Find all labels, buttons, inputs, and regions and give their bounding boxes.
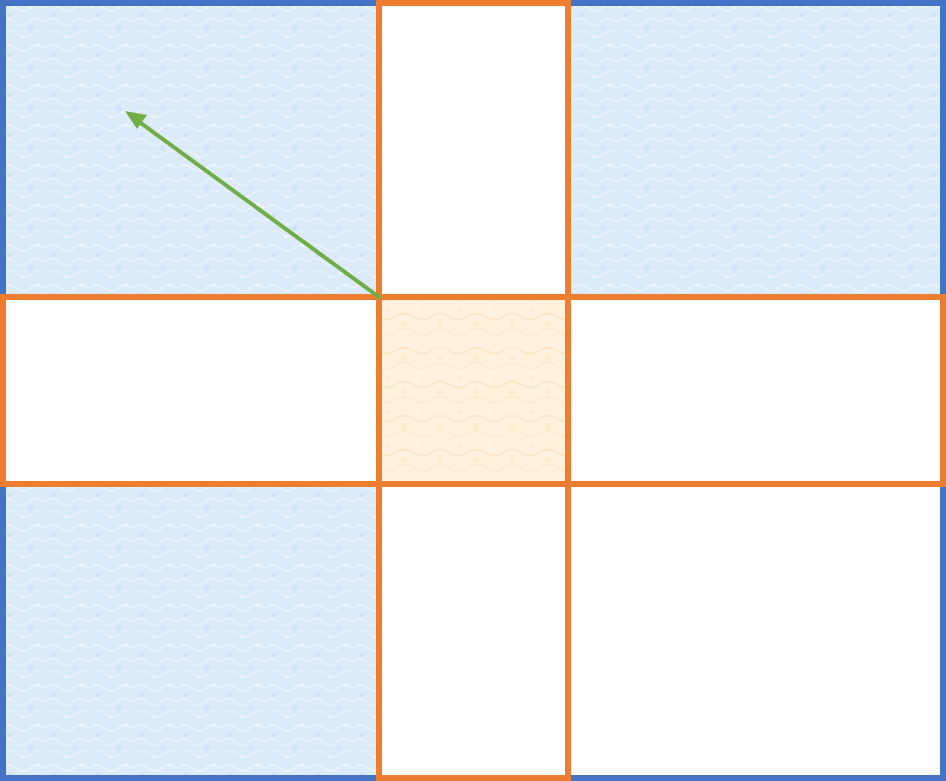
cell-center: [379, 297, 568, 484]
horizontal-band-outline: [0, 294, 946, 487]
cell-top-left: [3, 3, 379, 297]
arrow: [125, 111, 381, 299]
cell-top-right: [568, 3, 943, 297]
vertical-band-outline: [376, 0, 571, 781]
arrow-head: [125, 111, 147, 129]
cell-middle-left: [3, 297, 379, 484]
arrow-shaft: [136, 119, 381, 299]
cell-middle-right: [568, 297, 943, 484]
cell-bottom-right: [568, 484, 943, 778]
cell-top-middle: [379, 3, 568, 297]
cell-bottom-middle: [379, 484, 568, 778]
cell-bottom-left: [3, 484, 379, 778]
